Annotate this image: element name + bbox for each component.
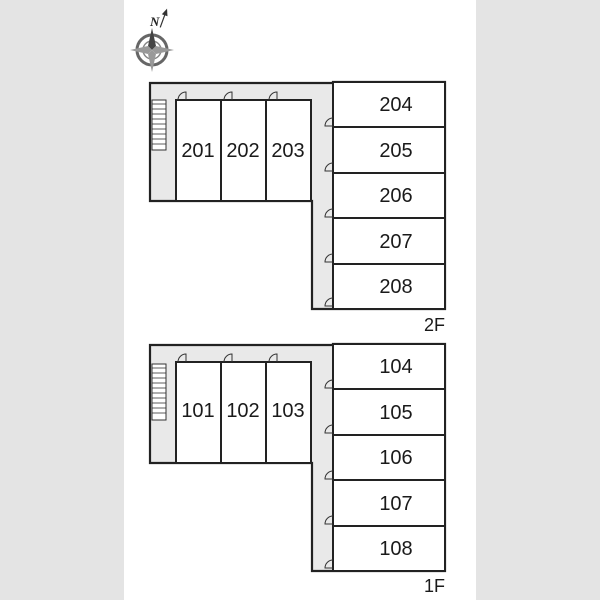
compass-north-letter: N	[149, 14, 160, 29]
room-label: 106	[379, 447, 412, 469]
floor-label-2f: 2F	[424, 315, 445, 335]
room-label: 108	[379, 538, 412, 560]
room-label: 101	[181, 400, 214, 422]
room-202	[220, 99, 267, 202]
room-label: 202	[226, 140, 259, 162]
room-204	[332, 81, 446, 128]
room-205	[332, 126, 446, 174]
floor-2f-plan: 201 202 203 204 205 206 207 208 2F	[148, 80, 447, 335]
room-201	[175, 99, 222, 202]
floor-1f-plan: 101 102 103 104 105 106 107 108 1F	[148, 342, 447, 596]
door-icon	[177, 91, 334, 307]
room-label: 207	[379, 231, 412, 253]
room-208	[332, 263, 446, 310]
room-label: 103	[271, 400, 304, 422]
staircase-icon	[151, 99, 167, 151]
room-label: 104	[379, 356, 412, 378]
room-label: 201	[181, 140, 214, 162]
room-106	[332, 434, 446, 481]
door-icon	[177, 353, 334, 569]
room-101	[175, 361, 222, 464]
floor-label-1f: 1F	[424, 576, 445, 596]
room-108	[332, 525, 446, 572]
room-label: 206	[379, 185, 412, 207]
room-207	[332, 217, 446, 265]
room-label: 204	[379, 94, 412, 116]
staircase-icon	[151, 363, 167, 421]
room-104	[332, 343, 446, 390]
room-label: 102	[226, 400, 259, 422]
room-label: 105	[379, 402, 412, 424]
right-margin	[476, 0, 600, 600]
room-label: 203	[271, 140, 304, 162]
room-103	[265, 361, 312, 464]
room-label: 107	[379, 493, 412, 515]
compass-rose-icon: N	[130, 8, 174, 72]
room-label: 205	[379, 140, 412, 162]
room-203	[265, 99, 312, 202]
room-107	[332, 479, 446, 527]
room-label: 208	[379, 276, 412, 298]
left-margin	[0, 0, 124, 600]
room-105	[332, 388, 446, 436]
